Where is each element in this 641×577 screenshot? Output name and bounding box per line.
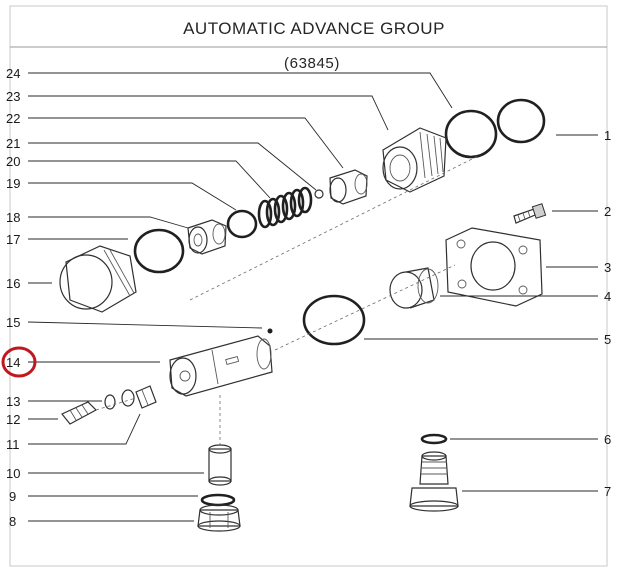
leader-11 (28, 413, 141, 445)
leader-24 (28, 72, 453, 109)
part-12-plug (61, 401, 97, 425)
part-17-o-ring (133, 228, 185, 274)
part-22-valve (329, 169, 368, 205)
callout-3: 3 (604, 260, 611, 275)
leader-23 (28, 95, 389, 131)
callouts-right: 1 2 3 4 5 6 7 (604, 128, 611, 499)
callout-15: 15 (6, 315, 20, 330)
part-20-spring (257, 186, 313, 229)
callout-2: 2 (604, 204, 611, 219)
part-2-screw (513, 203, 547, 224)
part-1-o-ring (496, 98, 546, 144)
callout-8: 8 (9, 514, 16, 529)
part-8-fitting (197, 504, 241, 532)
callout-11: 11 (6, 437, 20, 452)
part-9-washer (200, 493, 236, 507)
callout-14: 14 (6, 355, 20, 370)
leader-15 (27, 321, 263, 329)
callout-22: 22 (6, 111, 20, 126)
callouts-left: 24 23 22 21 20 19 18 17 16 15 14 13 12 1… (6, 66, 20, 529)
part-11-nozzle (135, 385, 157, 409)
part-13-disc (104, 394, 116, 410)
part-number-label: (63845) (284, 55, 340, 72)
callout-21: 21 (6, 136, 20, 151)
diagram-title: AUTOMATIC ADVANCE GROUP (183, 19, 445, 38)
callout-5: 5 (604, 332, 611, 347)
callout-18: 18 (6, 210, 20, 225)
part-6-washer (420, 433, 448, 445)
callout-24: 24 (6, 66, 20, 81)
leader-20 (28, 160, 271, 199)
part-10-cylinder (208, 444, 232, 486)
callout-9: 9 (9, 489, 16, 504)
callout-6: 6 (604, 432, 611, 447)
callout-12: 12 (6, 412, 20, 427)
callout-17: 17 (6, 232, 20, 247)
diagram-frame (9, 5, 608, 567)
part-18-bushing (187, 219, 227, 255)
callout-19: 19 (6, 176, 20, 191)
part-13-washer (121, 389, 135, 407)
highlight-circle-callout-14 (1, 346, 37, 378)
leader-21 (28, 142, 317, 191)
leader-22 (28, 117, 344, 169)
leader-19 (28, 182, 237, 211)
part-14-piston-body (169, 335, 273, 397)
part-19-o-ring (226, 209, 258, 239)
part-21-ball (314, 189, 324, 199)
callout-20: 20 (6, 154, 20, 169)
part-24-o-ring (444, 109, 498, 159)
callout-23: 23 (6, 89, 20, 104)
part-3-flange-plate (445, 227, 543, 307)
assembly-axis-lower (274, 264, 456, 351)
callout-7: 7 (604, 484, 611, 499)
leader-18 (28, 216, 189, 229)
part-7-valve-fitting (409, 451, 459, 512)
callout-4: 4 (604, 289, 611, 304)
part-4-sleeve (389, 267, 439, 309)
part-15-pin (267, 328, 273, 334)
part-23-threaded-housing (382, 127, 447, 193)
callout-16: 16 (6, 276, 20, 291)
callout-10: 10 (6, 466, 20, 481)
callout-13: 13 (6, 394, 20, 409)
callout-1: 1 (604, 128, 611, 143)
part-16-end-cap (59, 245, 137, 313)
part-5-o-ring (302, 294, 366, 346)
assembly-axis-nozzle (95, 397, 137, 411)
assembly-axis-upper (189, 154, 481, 301)
